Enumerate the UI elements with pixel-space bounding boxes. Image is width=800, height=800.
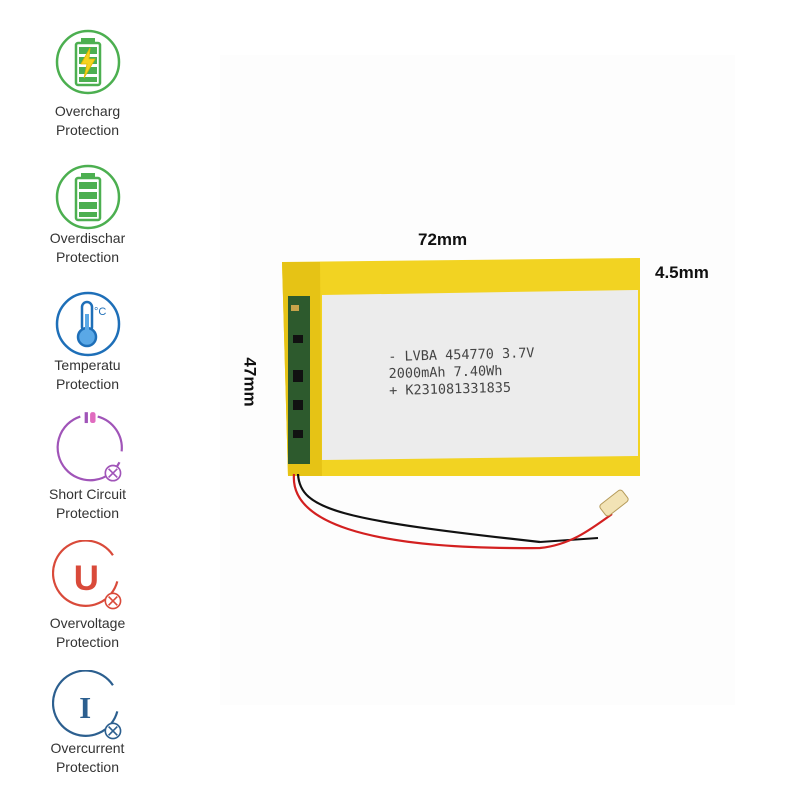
feature-label: Overvoltage Protection xyxy=(49,615,126,650)
red-wire xyxy=(292,473,613,550)
battery-full-icon xyxy=(55,164,121,230)
battery-face xyxy=(322,290,638,460)
battery-label-text: - LVBA 454770 3.7V 2000mAh 7.40Wh + K231… xyxy=(388,345,535,399)
battery-charging-icon xyxy=(55,29,121,95)
svg-text:°C: °C xyxy=(94,306,106,318)
short-circuit-icon xyxy=(56,412,123,482)
protection-features-list: Overcharg Protection Overdischar Protect… xyxy=(0,0,175,800)
svg-text:U: U xyxy=(74,559,99,598)
feature-label: Overcharg Protection xyxy=(54,103,121,138)
connector-plug xyxy=(599,489,629,517)
current-i-icon: I xyxy=(52,670,122,740)
black-wire xyxy=(296,473,541,544)
feature-label: Overdischar Protection xyxy=(49,230,125,265)
dimension-width-label: 72mm xyxy=(418,230,468,249)
voltage-u-icon: U xyxy=(52,540,122,610)
feature-label: Temperatu Protection xyxy=(54,357,121,392)
thermometer-icon: °C xyxy=(55,291,121,357)
svg-text:I: I xyxy=(79,691,91,725)
feature-label: Short Circuit Protection xyxy=(48,486,127,521)
dimension-thickness-label: 4.5mm xyxy=(655,263,709,282)
dimension-height-label: 47mm xyxy=(240,357,260,407)
feature-label: Overcurrent Protection xyxy=(50,740,125,775)
